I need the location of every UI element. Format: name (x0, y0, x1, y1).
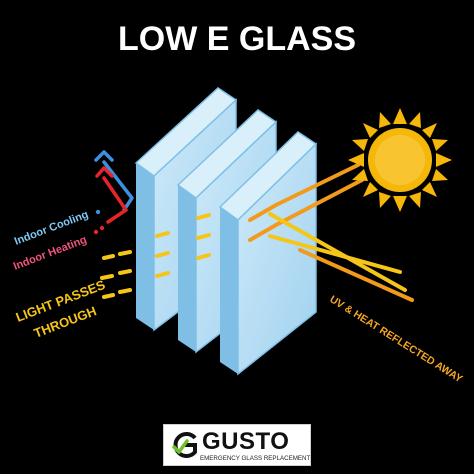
light-dash (118, 250, 132, 256)
light-dash (102, 254, 115, 260)
gusto-logo: GUSTO EMERGENCY GLASS REPLACEMENT (163, 424, 311, 466)
logo-tagline: EMERGENCY GLASS REPLACEMENT (200, 455, 311, 462)
cooling-dots (95, 209, 101, 215)
light-dash (118, 288, 132, 294)
uv-ray-in (274, 163, 360, 207)
logo-name: GUSTO (202, 428, 290, 455)
light-on-pane-1 (155, 231, 170, 278)
heating-arrow-icon (95, 166, 128, 224)
light-dash (118, 269, 132, 275)
uv-heat-label: UV & HEAT REFLECTED AWAY (327, 293, 464, 385)
light-rays (100, 250, 132, 299)
sun-icon (348, 108, 452, 212)
light-dash (100, 274, 114, 280)
heating-dots (93, 225, 105, 235)
uv-ray-out (268, 212, 407, 292)
page-title: LOW E GLASS (118, 20, 356, 58)
uv-ray-in (248, 178, 364, 242)
light-on-pane-2 (196, 213, 211, 260)
gusto-logo-icon (172, 432, 197, 458)
cooling-arrow-icon (94, 150, 134, 212)
uv-ray-out (298, 248, 414, 302)
uv-ray-in (248, 203, 278, 222)
reflected-rays (248, 163, 414, 302)
light-dash (102, 293, 115, 299)
uv-ray-out (268, 234, 402, 274)
glass-pane-3 (218, 131, 318, 376)
